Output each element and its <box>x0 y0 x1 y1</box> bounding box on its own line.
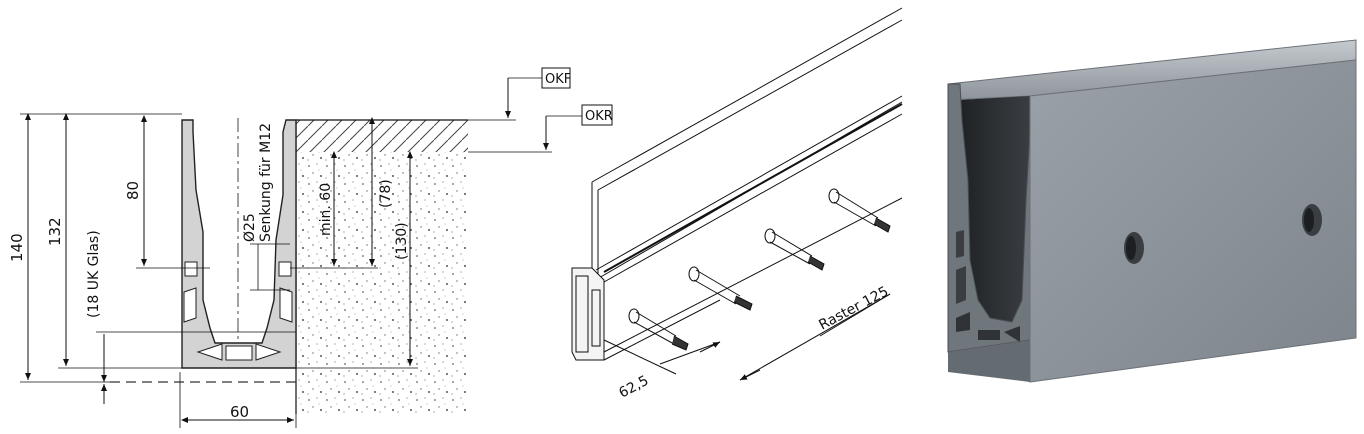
countersink-label: Senkung für M12 <box>258 123 274 242</box>
isometric-drawing <box>571 7 903 381</box>
surface-hatch <box>296 120 468 152</box>
okr-label: OKR <box>585 109 613 124</box>
diameter-label: Ø25 <box>242 213 258 242</box>
anchor-bolt <box>688 266 753 311</box>
mounting-hole <box>1124 232 1144 264</box>
dim-140: 140 <box>8 233 26 262</box>
profile-front-face <box>1029 59 1357 383</box>
raster-label: Raster 125 <box>816 284 891 334</box>
dim-78: (78) <box>378 179 394 208</box>
dim-80: 80 <box>124 181 142 200</box>
anchor-bolt <box>764 228 825 271</box>
dim-18-uk-glas: (18 UK Glas) <box>86 230 102 318</box>
section-drawing: 140 132 (18 UK Glas) 80 Senkung für M12 … <box>8 67 613 428</box>
dim-132: 132 <box>46 217 64 246</box>
concrete-block <box>296 152 468 414</box>
mounting-hole <box>1302 204 1322 236</box>
okf-tag <box>541 67 571 89</box>
dim-130: (130) <box>394 222 410 260</box>
anchor-bolt <box>628 308 689 351</box>
anchor-bolt <box>828 188 891 233</box>
profile-render <box>947 39 1357 383</box>
dim-min-60: min. 60 <box>318 183 334 236</box>
dim-60: 60 <box>230 403 249 421</box>
dim-62-5: 62,5 <box>616 373 651 402</box>
okr-tag <box>581 104 613 126</box>
okf-label: OKF <box>545 72 571 87</box>
profile-section <box>181 119 297 369</box>
inner-channel <box>958 96 1030 340</box>
